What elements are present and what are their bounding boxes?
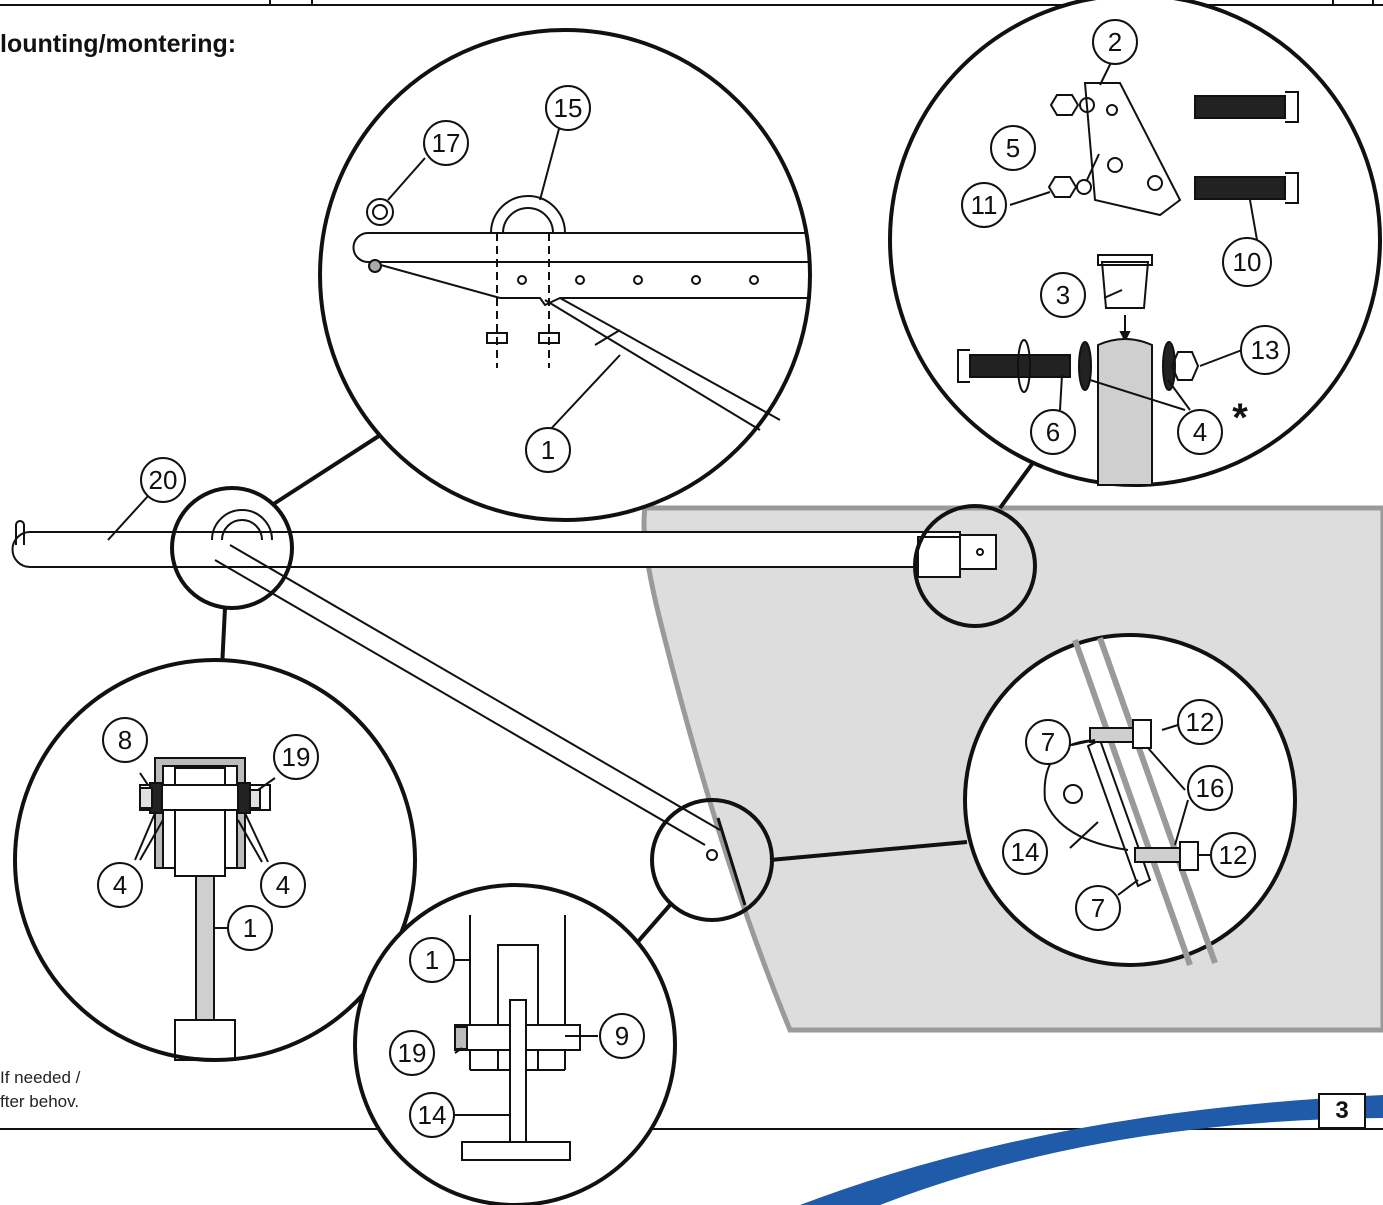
callout-1-left: 1: [227, 905, 273, 951]
u-bolt-small: [211, 509, 273, 541]
callout-9-label: 9: [615, 1021, 629, 1051]
callout-6: 6: [1030, 409, 1076, 455]
callout-4-right-label: 4: [276, 870, 290, 900]
callout-2-label: 2: [1108, 27, 1122, 57]
asterisk-mark: *: [1232, 396, 1248, 440]
callout-16: 16: [1187, 765, 1233, 811]
detail-circle-hull-mount: [963, 633, 1297, 967]
callout-15: 15: [545, 85, 591, 131]
callout-3-label: 3: [1056, 280, 1070, 310]
callout-4-left: 4: [97, 862, 143, 908]
connector-lines: [220, 430, 1037, 947]
callout-13: 13: [1240, 325, 1290, 375]
callout-12-top: 12: [1177, 699, 1223, 745]
callout-1-bottom: 1: [409, 937, 455, 983]
callout-11-label: 11: [971, 190, 998, 220]
callout-13-label: 13: [1251, 335, 1280, 365]
callout-4-top-label: 4: [1193, 417, 1207, 447]
callout-4-right: 4: [260, 862, 306, 908]
main-rail: [11, 520, 997, 578]
callout-2: 2: [1092, 19, 1138, 65]
callout-14-bottom: 14: [409, 1092, 455, 1138]
callout-19-left: 19: [273, 734, 319, 780]
callout-5: 5: [990, 125, 1036, 171]
callout-5-label: 5: [1006, 133, 1020, 163]
callout-19-bottom: 19: [389, 1030, 435, 1076]
callout-10: 10: [1222, 237, 1272, 287]
callout-14-right-label: 14: [1011, 837, 1040, 867]
callout-14-right: 14: [1002, 829, 1048, 875]
callout-1-top-label: 1: [541, 435, 555, 465]
callout-4-left-label: 4: [113, 870, 127, 900]
callout-8-label: 8: [118, 725, 132, 755]
callout-14-bottom-label: 14: [418, 1100, 447, 1130]
callout-12-top-label: 12: [1186, 707, 1215, 737]
footnote-line-2: fter behov.: [0, 1092, 80, 1111]
callout-11: 11: [961, 182, 1007, 228]
callout-15-label: 15: [554, 93, 583, 123]
callout-17-label: 17: [432, 128, 461, 158]
detail-circle-hinge: [13, 658, 417, 1062]
callout-1-bottom-label: 1: [425, 945, 439, 975]
diagonal-strut: [214, 544, 747, 906]
page-number: 3: [1318, 1093, 1366, 1129]
callout-19-left-label: 19: [282, 742, 311, 772]
callout-16-label: 16: [1196, 773, 1225, 803]
blue-swoosh: [800, 1095, 1383, 1205]
detail-circle-bracket: [888, 0, 1382, 487]
callout-20: 20: [107, 457, 186, 541]
callout-7-top: 7: [1025, 719, 1071, 765]
callout-4-top: 4: [1177, 409, 1223, 455]
page-title: lounting/montering:: [0, 30, 237, 58]
callout-1-top: 1: [525, 427, 571, 473]
callout-7-top-label: 7: [1041, 727, 1055, 757]
callout-19-bottom-label: 19: [398, 1038, 427, 1068]
callout-12-bottom: 12: [1210, 832, 1256, 878]
callout-7-bottom-label: 7: [1091, 893, 1105, 923]
footnote-line-1: If needed /: [0, 1068, 81, 1087]
callout-10-label: 10: [1233, 247, 1262, 277]
callout-7-bottom: 7: [1075, 885, 1121, 931]
callout-1-left-label: 1: [243, 913, 257, 943]
callout-8: 8: [102, 717, 148, 763]
callout-9: 9: [599, 1013, 645, 1059]
callout-20-label: 20: [149, 465, 178, 495]
callout-6-label: 6: [1046, 417, 1060, 447]
callout-17: 17: [423, 120, 469, 166]
callout-3: 3: [1040, 272, 1086, 318]
callout-12-bottom-label: 12: [1219, 840, 1248, 870]
